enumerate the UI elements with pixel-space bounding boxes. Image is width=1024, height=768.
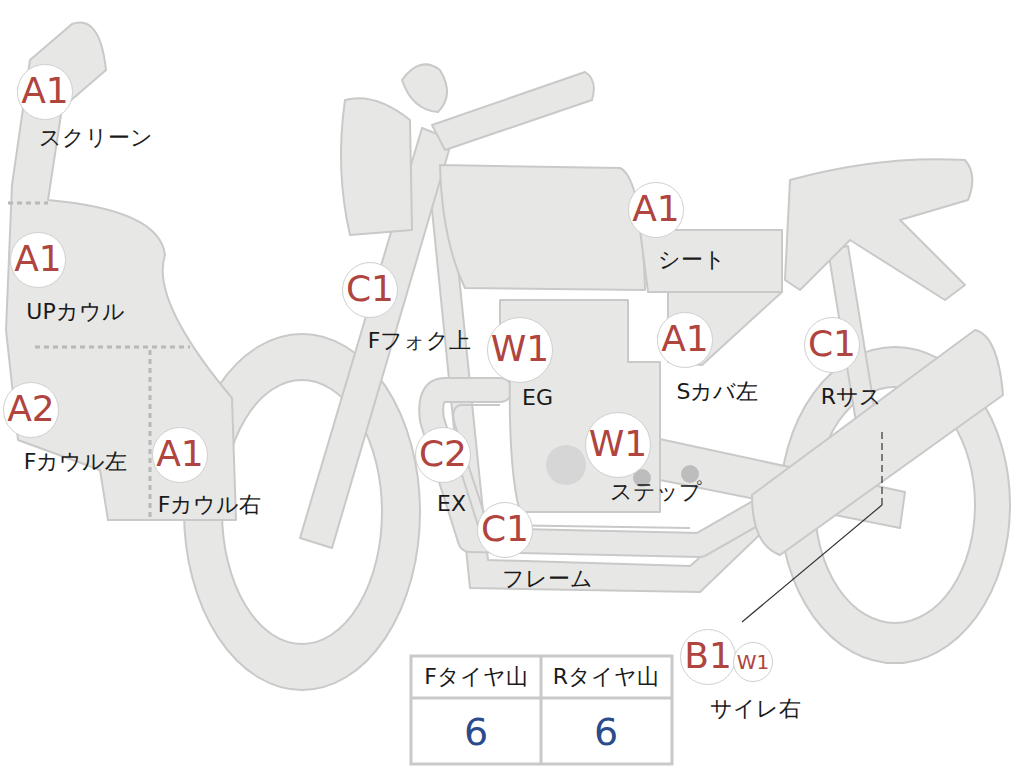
callout-circle: W1ステップ: [585, 412, 652, 479]
table-header: Fタイヤ山: [424, 666, 528, 688]
part-name: サイレ右: [710, 697, 801, 721]
callout-circle: C1Rサス: [804, 317, 860, 373]
callout-circle: A1Sカバ左: [657, 312, 713, 368]
muffler: [752, 330, 1003, 555]
callout-circle: B1サイレ右: [680, 629, 736, 685]
part-name: Rサス: [821, 385, 882, 409]
damage-code: A1: [156, 436, 204, 472]
fuel-tank: [440, 165, 645, 290]
seat: [640, 230, 782, 292]
damage-code: C1: [481, 511, 529, 547]
damage-code: W1: [737, 652, 770, 672]
panel-division: [35, 346, 190, 349]
part-name: Fフォク上: [368, 329, 472, 353]
fairing: [6, 22, 236, 520]
callout-circle: A2Fカウル左: [3, 382, 59, 438]
part-name: Fカウル左: [24, 449, 128, 473]
part-name: EG: [522, 385, 553, 409]
damage-code: B1: [684, 638, 732, 674]
tire-table: [411, 656, 672, 764]
damage-code: W1: [491, 331, 550, 367]
damage-code: A1: [632, 191, 680, 227]
panel-division: [8, 202, 48, 205]
panel-division: [149, 350, 152, 520]
headlight: [341, 98, 412, 235]
part-name: UPカウル: [26, 299, 124, 323]
damage-code: A2: [7, 391, 55, 427]
part-name: スクリーン: [39, 125, 153, 149]
part-name: Sカバ左: [677, 379, 759, 403]
part-name: Fカウル右: [158, 492, 262, 516]
part-name: ステップ: [610, 479, 702, 503]
engine-cover: [546, 445, 586, 485]
table-value: 6: [594, 713, 618, 751]
part-name: EX: [437, 492, 466, 516]
leader-line: [881, 432, 882, 505]
tail: [785, 159, 972, 300]
damage-code: A1: [21, 73, 69, 109]
damage-code: A1: [14, 241, 62, 277]
damage-code: W1: [589, 426, 648, 462]
callout-circle: A1スクリーン: [17, 64, 73, 120]
callout-circle: W1EG: [487, 317, 554, 384]
callout-circle: A1シート: [628, 182, 684, 238]
callout-circle: C1フレーム: [477, 502, 533, 558]
callout-circle: A1Fカウル右: [152, 427, 208, 483]
handlebar: [432, 72, 594, 150]
damage-code: C1: [808, 326, 856, 362]
mirror: [402, 64, 447, 112]
callout-circle: A1UPカウル: [10, 232, 66, 288]
callout-circle: W1: [733, 642, 774, 683]
table-header: Rタイヤ山: [553, 666, 659, 688]
damage-code: C2: [419, 436, 467, 472]
leader-line: [742, 505, 882, 622]
callout-circle: C2EX: [415, 427, 471, 483]
table-value: 6: [464, 713, 488, 751]
callout-circle: C1Fフォク上: [342, 262, 398, 318]
damage-code: C1: [346, 271, 394, 307]
damage-code: A1: [661, 321, 709, 357]
part-name: シート: [658, 247, 726, 271]
part-name: フレーム: [502, 567, 593, 591]
